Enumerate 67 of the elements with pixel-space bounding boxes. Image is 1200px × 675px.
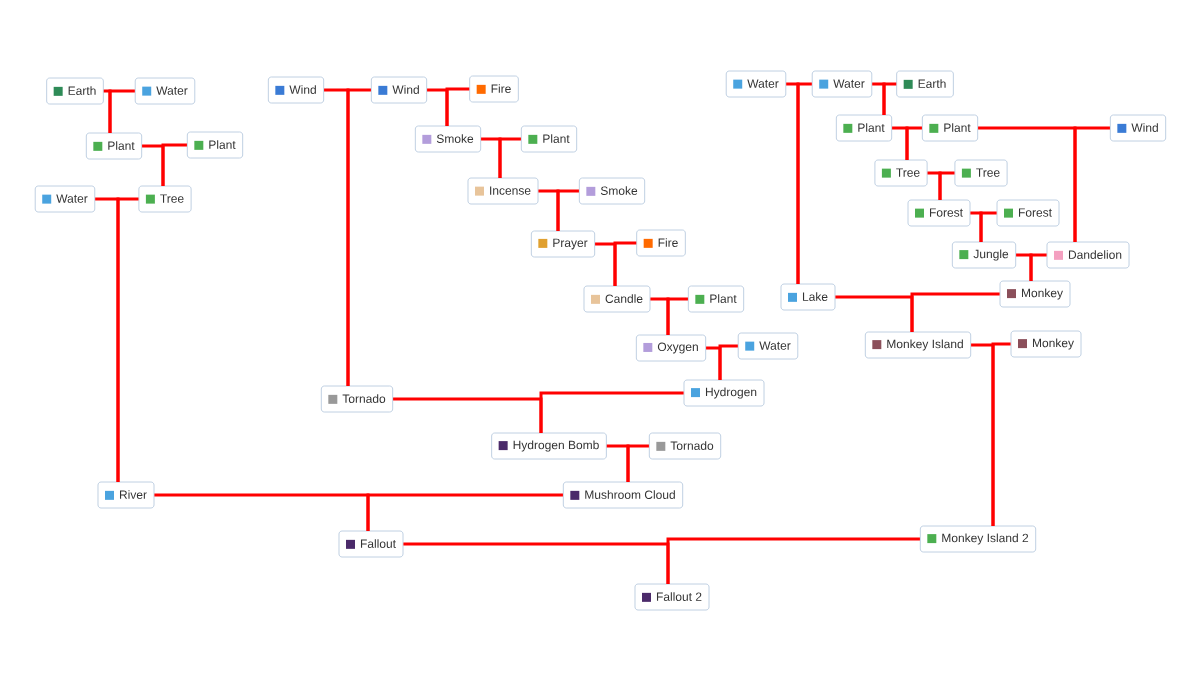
- connector-line: [905, 126, 922, 160]
- element-box: Tree: [874, 159, 928, 187]
- connector-line: [910, 292, 1000, 332]
- element-box: Tree: [138, 185, 192, 213]
- element-box: Jungle: [951, 241, 1017, 269]
- element-box: Wind: [1109, 114, 1167, 142]
- element-box: Water: [811, 70, 873, 98]
- connector-line: [882, 82, 897, 115]
- connector-line: [938, 171, 955, 200]
- element-box: Water: [725, 70, 787, 98]
- element-box: Incense: [467, 177, 539, 205]
- element-box: Candle: [583, 285, 651, 313]
- connector-line: [116, 197, 139, 482]
- connector-line: [979, 211, 997, 242]
- connector-line: [346, 88, 371, 386]
- element-box: Plant: [921, 114, 979, 142]
- element-box: Forest: [996, 199, 1060, 227]
- connector-line: [108, 89, 135, 133]
- element-box: Plant: [186, 131, 244, 159]
- element-box: Prayer: [530, 230, 596, 258]
- element-box: Lake: [780, 283, 836, 311]
- connector-line: [161, 143, 187, 186]
- element-box: Monkey Island: [864, 331, 972, 359]
- element-box: Monkey: [1010, 330, 1082, 358]
- element-box: Earth: [46, 77, 104, 105]
- element-box: Water: [134, 77, 196, 105]
- element-box: Plant: [520, 125, 578, 153]
- connector-line: [445, 87, 470, 126]
- element-box: Water: [34, 185, 96, 213]
- connector-line: [1029, 253, 1047, 281]
- element-box: Hydrogen: [683, 379, 765, 407]
- connector-line: [556, 189, 579, 231]
- connector-line: [539, 391, 684, 433]
- connector-line: [626, 444, 649, 482]
- element-box: Fire: [469, 75, 519, 103]
- element-box: Hydrogen Bomb: [491, 432, 607, 460]
- element-box: Monkey Island 2: [919, 525, 1037, 553]
- element-box: Smoke: [414, 125, 482, 153]
- connector-line: [613, 241, 637, 286]
- element-box: Water: [737, 332, 799, 360]
- connector-line: [718, 344, 738, 380]
- connector-line: [366, 493, 563, 531]
- element-box: Plant: [835, 114, 893, 142]
- connector-line: [991, 342, 1011, 526]
- element-box: Tornado: [320, 385, 394, 413]
- element-box: Fire: [636, 229, 686, 257]
- element-box: Monkey: [999, 280, 1071, 308]
- element-box: Fallout 2: [634, 583, 710, 611]
- connector-line: [796, 82, 812, 284]
- element-box: Wind: [267, 76, 325, 104]
- element-box: Mushroom Cloud: [562, 481, 684, 509]
- element-box: Tree: [954, 159, 1008, 187]
- element-box: Smoke: [578, 177, 646, 205]
- connector-line: [1073, 126, 1110, 242]
- element-box: Earth: [896, 70, 954, 98]
- element-box: Forest: [907, 199, 971, 227]
- connector-line: [498, 137, 521, 178]
- element-box: Oxygen: [635, 334, 707, 362]
- element-box: Fallout: [338, 530, 404, 558]
- element-box: River: [97, 481, 155, 509]
- element-box: Plant: [85, 132, 143, 160]
- element-box: Plant: [687, 285, 745, 313]
- element-box: Wind: [370, 76, 428, 104]
- element-box: Dandelion: [1046, 241, 1130, 269]
- connector-line: [666, 297, 688, 335]
- connector-line: [666, 537, 920, 584]
- element-box: Tornado: [648, 432, 722, 460]
